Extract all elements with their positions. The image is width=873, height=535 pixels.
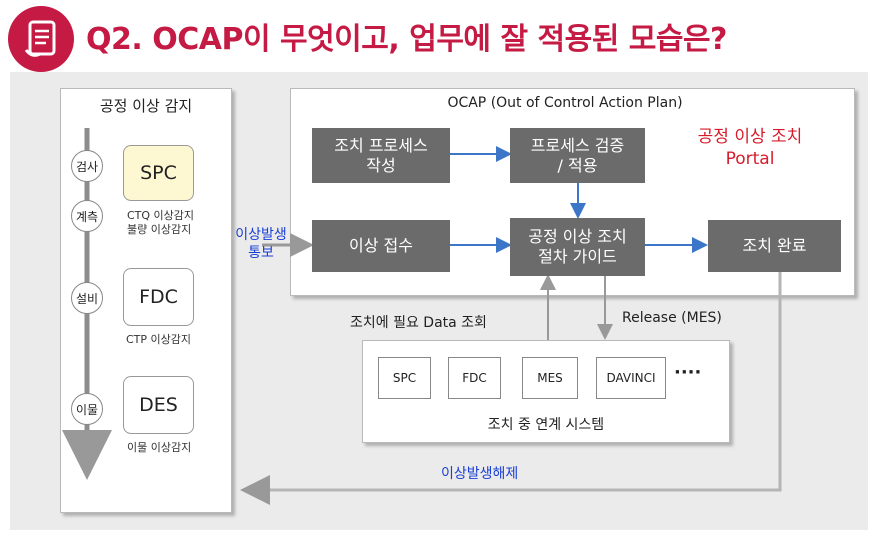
- linked-fdc: FDC: [448, 357, 501, 399]
- page-title: Q2. OCAP이 무엇이고, 업무에 잘 적용된 모습은?: [86, 22, 727, 57]
- ocap-title: OCAP (Out of Control Action Plan): [447, 95, 683, 111]
- step-foreign-matter: 이물: [71, 393, 103, 425]
- linked-mes: MES: [522, 357, 578, 399]
- fdc-box: FDC: [123, 268, 194, 326]
- complete-box: 조치 완료: [708, 220, 841, 272]
- linked-systems-label: 조치 중 연계 시스템: [487, 417, 605, 433]
- des-box: DES: [123, 376, 194, 434]
- step-equipment: 설비: [71, 282, 103, 314]
- process-verify-box: 프로세스 검증 / 적용: [510, 128, 645, 183]
- spc-box: SPC: [123, 145, 194, 201]
- document-icon: [8, 6, 74, 72]
- fdc-description: CTP 이상감지: [126, 333, 192, 346]
- data-query-label: 조치에 필요 Data 조회: [350, 315, 487, 331]
- spc-description: CTQ 이상감지 불량 이상감지: [127, 209, 195, 236]
- process-create-box: 조치 프로세스 작성: [312, 128, 450, 183]
- linked-spc: SPC: [378, 357, 431, 399]
- detection-panel-title: 공정 이상 감지: [99, 97, 193, 115]
- clear-label: 이상발생해제: [441, 466, 519, 482]
- step-inspection: 검사: [71, 150, 103, 182]
- release-label: Release (MES): [622, 310, 722, 326]
- linked-davinci: DAVINCI: [596, 357, 666, 399]
- des-description: 이물 이상감지: [127, 441, 192, 454]
- receive-box: 이상 접수: [312, 220, 450, 272]
- notify-label: 이상발생 통보: [235, 227, 287, 261]
- more-systems: ····: [674, 362, 702, 383]
- portal-label: 공정 이상 조치 Portal: [697, 127, 803, 169]
- guide-box: 공정 이상 조치 절차 가이드: [510, 218, 645, 276]
- step-measurement: 계측: [71, 200, 103, 232]
